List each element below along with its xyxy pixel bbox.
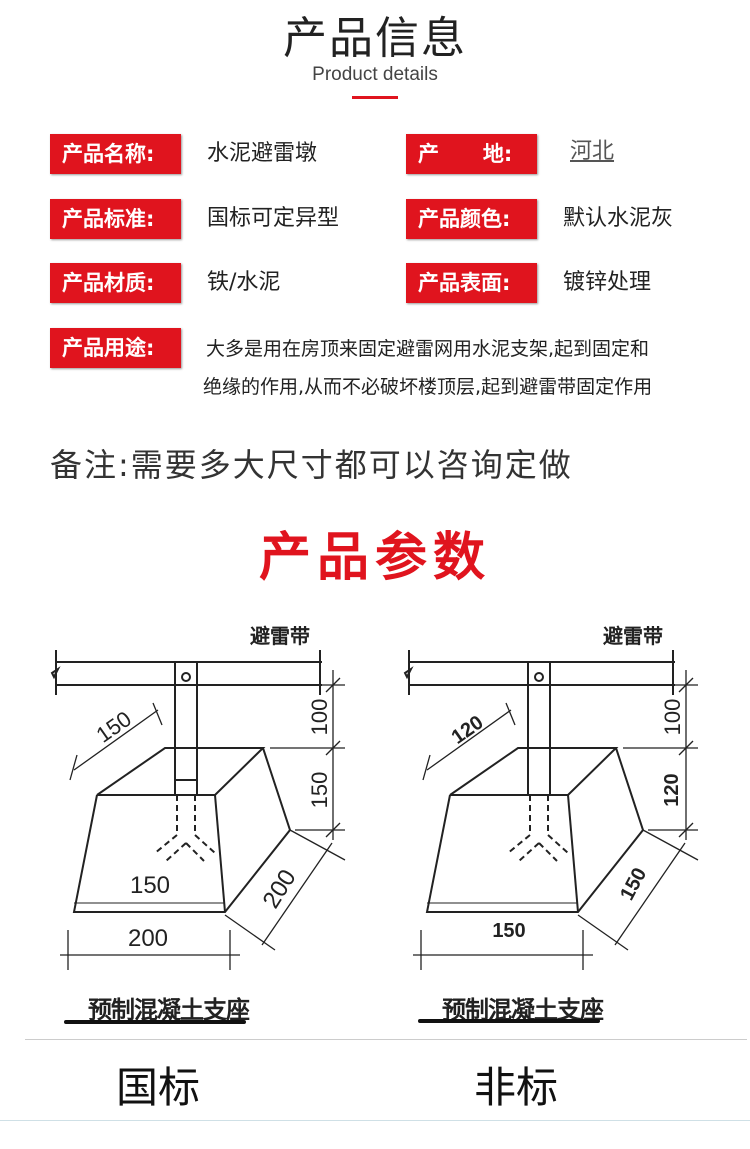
- lightning-rail: [403, 650, 675, 695]
- title-underline: [352, 96, 398, 99]
- dim-block-height: 150: [307, 772, 332, 809]
- params-title: 产品参数: [258, 528, 491, 588]
- dim-depth-top: 150: [91, 706, 135, 748]
- dim-bottom: 150: [492, 920, 525, 942]
- dim-depth-top: 120: [448, 712, 488, 749]
- value-product-name: 水泥避雷墩: [207, 141, 318, 166]
- value-usage-line2: 绝缘的作用,从而不必破坏楼顶层,起到避雷带固定作用: [203, 376, 653, 398]
- post: [154, 662, 216, 862]
- label-origin: 产 地:: [406, 134, 537, 174]
- divider: [25, 1039, 747, 1040]
- rail-label: 避雷带: [603, 624, 663, 648]
- label-surface: 产品表面:: [406, 263, 537, 303]
- lightning-rail: [50, 650, 322, 695]
- value-color: 默认水泥灰: [563, 206, 674, 231]
- dim-top-height: 100: [660, 699, 685, 736]
- note-text: 备注:需要多大尺寸都可以咨询定做: [50, 446, 573, 484]
- concrete-block: [72, 747, 292, 913]
- page-title: 产品信息: [283, 13, 467, 64]
- post: [507, 662, 569, 862]
- diagram-caption: 预制混凝土支座: [88, 996, 250, 1024]
- label-product-name: 产品名称:: [50, 134, 181, 174]
- value-standard: 国标可定异型: [207, 206, 340, 231]
- value-surface: 镀锌处理: [563, 270, 652, 295]
- page-subtitle: Product details: [312, 64, 438, 85]
- value-material: 铁/水泥: [207, 270, 281, 295]
- dim-top-height: 100: [307, 699, 332, 736]
- diagram-nonstandard: 避雷带 100 120 120 150 150: [403, 624, 699, 970]
- dim-side: 150: [616, 864, 651, 904]
- concrete-block: [425, 747, 645, 913]
- caption-underline: [418, 1019, 600, 1023]
- dimension-lines: [413, 670, 699, 970]
- value-usage-line1: 大多是用在房顶来固定避雷网用水泥支架,起到固定和: [206, 338, 650, 360]
- dim-bottom: 200: [128, 925, 168, 952]
- label-standard: 产品标准:: [50, 199, 181, 239]
- label-color: 产品颜色:: [406, 199, 537, 239]
- label-usage: 产品用途:: [50, 328, 181, 368]
- dim-inner: 150: [130, 872, 170, 899]
- caption-underline: [64, 1020, 246, 1024]
- dimension-lines: [60, 670, 346, 970]
- standard-label: 非标: [474, 1063, 559, 1112]
- standard-label: 国标: [116, 1063, 201, 1112]
- rail-label: 避雷带: [250, 624, 310, 648]
- value-origin: 河北: [570, 139, 615, 164]
- dim-side: 200: [258, 865, 302, 913]
- divider: [0, 1120, 750, 1121]
- dim-block-height: 120: [661, 773, 683, 806]
- label-material: 产品材质:: [50, 263, 181, 303]
- diagram-standard: 避雷带 100 150 150 150 200 200: [50, 624, 346, 970]
